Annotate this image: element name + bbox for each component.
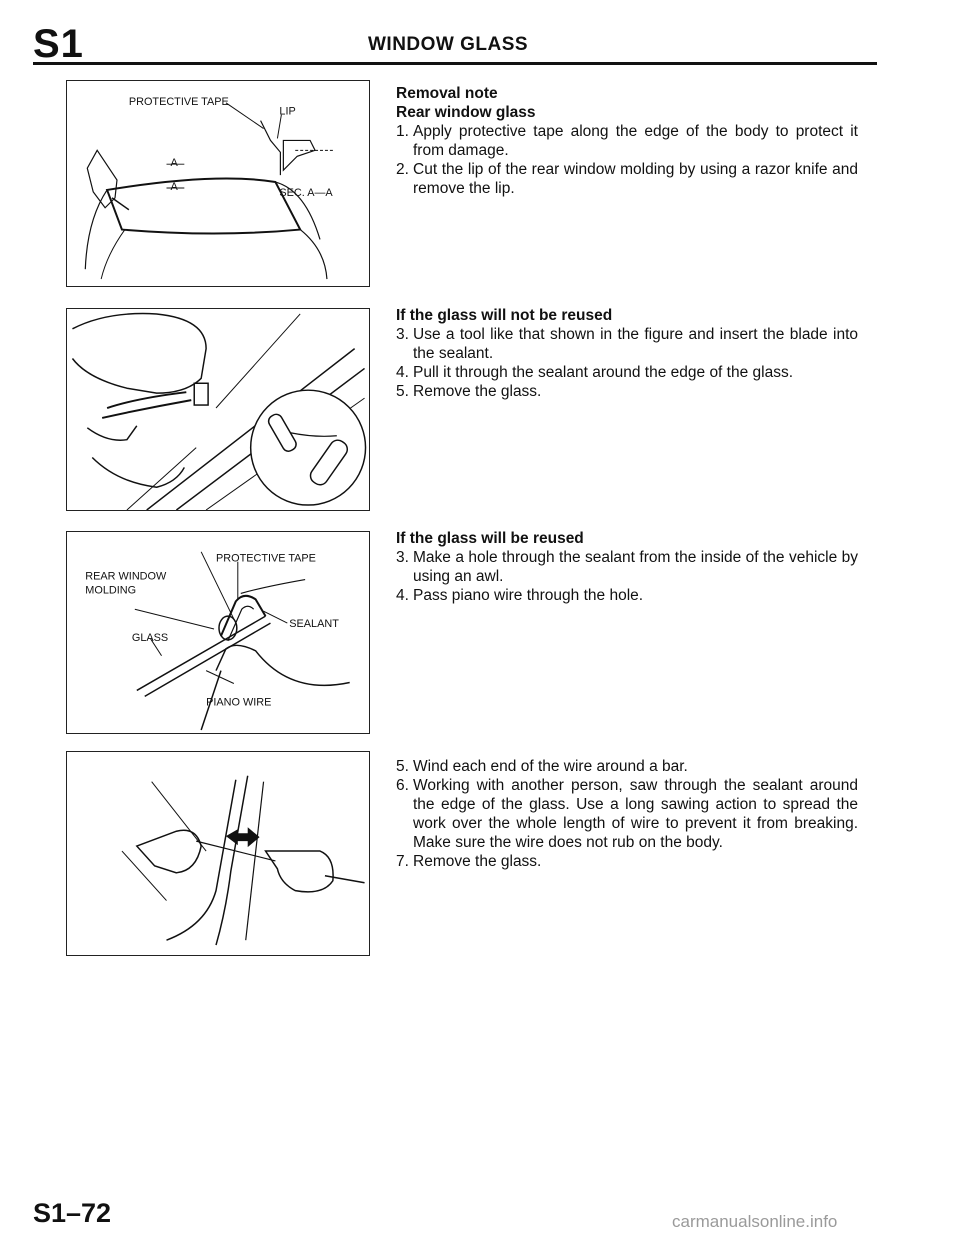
steps-list: 1.Apply protective tape along the edge o… bbox=[396, 122, 858, 198]
protective-tape-illustration: PROTECTIVE TAPE LIP A A SEC. A—A bbox=[84, 96, 335, 280]
label-protective-tape: PROTECTIVE TAPE bbox=[129, 96, 229, 108]
step-number: 4. bbox=[396, 587, 409, 604]
label-section-aa: SEC. A—A bbox=[279, 187, 333, 199]
step-number: 5. bbox=[396, 383, 409, 400]
step-text: Use a tool like that shown in the figure… bbox=[413, 326, 858, 362]
step-text: Pass piano wire through the hole. bbox=[413, 587, 644, 604]
figure-piano-wire: PROTECTIVE TAPE REAR WINDOW MOLDING SEAL… bbox=[66, 531, 370, 734]
section-code: S1 bbox=[33, 22, 84, 66]
step-item: 5.Wind each end of the wire around a bar… bbox=[396, 757, 858, 776]
header-rule bbox=[33, 62, 877, 65]
step-item: 5.Remove the glass. bbox=[396, 382, 858, 401]
step-item: 1.Apply protective tape along the edge o… bbox=[396, 122, 858, 160]
step-number: 3. bbox=[396, 326, 409, 343]
heading-reused: If the glass will be reused bbox=[396, 530, 584, 547]
label-a-top: A bbox=[170, 157, 178, 169]
step-text: Make a hole through the sealant from the… bbox=[413, 549, 858, 585]
label-lip: LIP bbox=[279, 106, 295, 118]
step-text: Pull it through the sealant around the e… bbox=[413, 364, 794, 381]
step-item: 6.Working with another person, saw throu… bbox=[396, 776, 858, 852]
step-text: Wind each end of the wire around a bar. bbox=[413, 758, 688, 775]
page-title: WINDOW GLASS bbox=[368, 34, 529, 55]
step-text: Cut the lip of the rear window molding b… bbox=[413, 161, 858, 197]
heading-rear-window-glass: Rear window glass bbox=[396, 104, 536, 121]
step-number: 5. bbox=[396, 758, 409, 775]
step-item: 3.Make a hole through the sealant from t… bbox=[396, 548, 858, 586]
step-text: Apply protective tape along the edge of … bbox=[413, 123, 858, 159]
figure-sawing-sealant bbox=[66, 751, 370, 956]
step-text: Working with another person, saw through… bbox=[413, 777, 858, 851]
sawing-illustration bbox=[121, 775, 365, 946]
step-item: 3.Use a tool like that shown in the figu… bbox=[396, 325, 858, 363]
section-glass-not-reused: If the glass will not be reused 3.Use a … bbox=[396, 306, 858, 401]
step-item: 4.Pull it through the sealant around the… bbox=[396, 363, 858, 382]
step-number: 1. bbox=[396, 123, 409, 140]
label-piano-wire: PIANO WIRE bbox=[206, 696, 271, 708]
heading-removal-note: Removal note bbox=[396, 85, 498, 102]
page-number: S1–72 bbox=[33, 1198, 112, 1228]
section-sawing-steps: 5.Wind each end of the wire around a bar… bbox=[396, 757, 858, 871]
step-text: Remove the glass. bbox=[413, 383, 542, 400]
heading-not-reused: If the glass will not be reused bbox=[396, 307, 613, 324]
sealant-cutting-illustration bbox=[71, 312, 367, 510]
step-number: 6. bbox=[396, 777, 409, 794]
step-number: 2. bbox=[396, 161, 409, 178]
label-protective-tape: PROTECTIVE TAPE bbox=[216, 553, 316, 565]
step-item: 4.Pass piano wire through the hole. bbox=[396, 586, 858, 605]
label-sealant: SEALANT bbox=[289, 618, 339, 630]
piano-wire-illustration: PROTECTIVE TAPE REAR WINDOW MOLDING SEAL… bbox=[85, 551, 350, 731]
figure-protective-tape: PROTECTIVE TAPE LIP A A SEC. A—A bbox=[66, 80, 370, 287]
label-rear-window: REAR WINDOW bbox=[85, 571, 167, 583]
step-item: 2.Cut the lip of the rear window molding… bbox=[396, 160, 858, 198]
watermark: carmanualsonline.info bbox=[672, 1212, 838, 1231]
label-molding: MOLDING bbox=[85, 584, 136, 596]
step-number: 4. bbox=[396, 364, 409, 381]
label-glass: GLASS bbox=[132, 632, 168, 644]
figure-cutting-sealant bbox=[66, 308, 370, 511]
step-number: 7. bbox=[396, 853, 409, 870]
step-text: Remove the glass. bbox=[413, 853, 542, 870]
step-number: 3. bbox=[396, 549, 409, 566]
steps-list: 3.Use a tool like that shown in the figu… bbox=[396, 325, 858, 401]
section-glass-reused: If the glass will be reused 3.Make a hol… bbox=[396, 529, 858, 605]
section-removal-note: Removal note Rear window glass 1.Apply p… bbox=[396, 84, 858, 198]
step-item: 7.Remove the glass. bbox=[396, 852, 858, 871]
steps-list: 5.Wind each end of the wire around a bar… bbox=[396, 757, 858, 871]
steps-list: 3.Make a hole through the sealant from t… bbox=[396, 548, 858, 605]
label-a-bottom: A bbox=[170, 181, 178, 193]
